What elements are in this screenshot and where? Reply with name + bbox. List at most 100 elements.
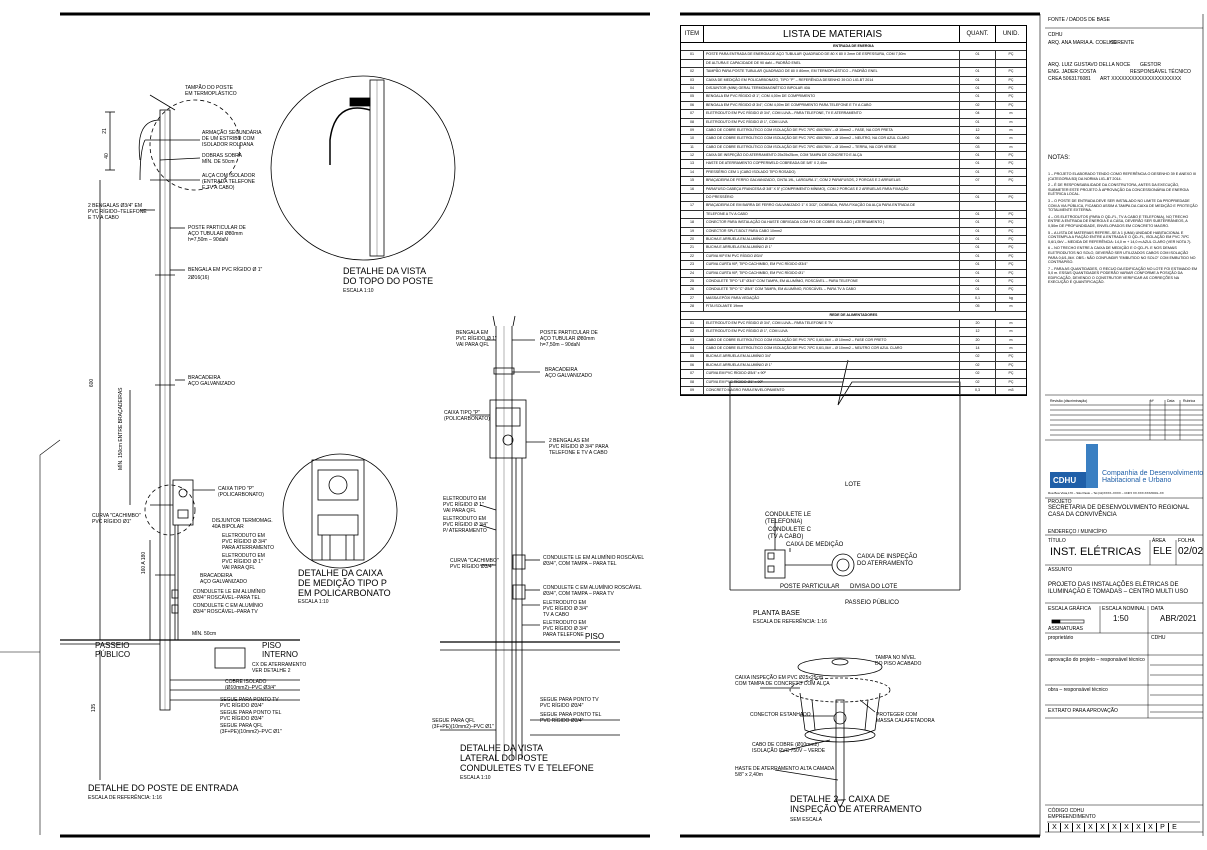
col-unit: UNID. <box>1002 31 1020 37</box>
table-cell: CONDULETE TIPO "LE" Ø3/4" COM TAMPA, EM … <box>704 277 960 286</box>
fonte-label: FONTE / DADOS DE BASE <box>1048 17 1110 23</box>
code-box: X <box>1096 823 1108 832</box>
table-cell: TELEFONE A TV A CABO <box>704 210 960 219</box>
company-name: Companhia de Desenvolvimento Habitaciona… <box>1102 470 1204 484</box>
table-cell: 11 <box>681 143 704 152</box>
label-condulete-le: CONDULETE LE EM ALUMÍNIO Ø3/4" ROSCÁVEL–… <box>193 589 266 601</box>
table-cell: 01 <box>960 269 996 277</box>
table-cell: CURVA CURTA 90º, TIPO CACHIMBO, EM PVC R… <box>704 269 960 277</box>
table-cell: 12 <box>960 328 996 336</box>
table-cell: 14 <box>681 168 704 177</box>
table-cell: 26 <box>681 286 704 294</box>
table-cell: ELETRODUTO EM PVC RÍGIDO Ø 1", COM LUVA <box>704 118 960 126</box>
table-cell: 05 <box>960 303 996 311</box>
escala-nominal-label: ESCALA NOMINAL <box>1102 606 1146 612</box>
table-cell: DO PRESSÉRIO <box>704 194 960 202</box>
table-cell <box>960 185 996 194</box>
table-cell: 10 <box>681 135 704 143</box>
data-label: DATA <box>1151 606 1164 612</box>
table-cell: 19 <box>681 227 704 235</box>
revision-column: Revisão (discriminação) <box>1050 399 1088 403</box>
table-cell: m <box>1009 119 1013 124</box>
art: ART XXXXXXXXXXXXXXXXXXXXX <box>1100 76 1182 82</box>
table-cell: CONECTOR SPLIT-BOLT PARA CABO 10mm2 <box>704 227 960 235</box>
assunto: PROJETO DAS INSTALAÇÕES ELÉTRICAS DE ILU… <box>1048 582 1189 595</box>
table-cell: HASTE DE ATERRAMENTO COPPERWELD COBREADA… <box>704 160 960 168</box>
table-cell: CAIXA DE MEDIÇÃO EM POLICARBONATO, TIPO … <box>704 76 960 84</box>
lat-curva: CURVA "CACHIMBO" PVC RÍGIDO Ø3/4" <box>450 558 499 570</box>
label-condulete-c: CONDULETE C EM ALUMÍNIO Ø3/4" ROSCÁVEL–P… <box>193 603 264 615</box>
arq1: ARQ. ANA MARIA A. COELHO <box>1048 40 1117 46</box>
escala-grafica-label: ESCALA GRÁFICA <box>1048 606 1092 612</box>
table-cell: PÇ <box>1008 278 1014 283</box>
table-cell: 23 <box>681 261 704 269</box>
table-cell: PÇ <box>1008 102 1014 107</box>
lateral-title: DETALHE DA VISTA LATERAL DO POSTE CONDUL… <box>460 743 594 773</box>
code-box: E <box>1168 823 1180 832</box>
table-cell: 01 <box>960 168 996 177</box>
dim-600: 600 <box>89 378 96 388</box>
area-label: ÁREA <box>1152 538 1166 544</box>
planta-poste: POSTE PARTICULAR <box>780 584 840 590</box>
table-cell: 09 <box>681 387 704 395</box>
table-cell: PÇ <box>1008 178 1014 183</box>
table-cell: 01 <box>681 319 704 328</box>
eng: ENG. JADER COSTA <box>1048 69 1097 75</box>
table-cell: BENGALA EM PVC RÍGIDO Ø 1", COM 4,00m DE… <box>704 93 960 101</box>
lat-condulete-c: CONDULETE C EM ALUMÍNIO ROSCÁVEL Ø3/4", … <box>543 585 642 597</box>
det2-title: DETALHE 2 – CAIXA DE INSPEÇÃO DE ATERRAM… <box>790 794 922 814</box>
dim-21: 21 <box>101 128 108 134</box>
table-cell: 18 <box>681 219 704 227</box>
table-cell: 01 <box>681 51 704 59</box>
planta-condulete-le: CONDULETE LE (TELEFONIA) <box>765 512 812 525</box>
arq2: ARQ. LUIZ GUSTAVO DELLA NOCE <box>1048 62 1131 68</box>
table-cell: 16 <box>681 185 704 194</box>
lat-caixa: CAIXA TIPO "P" (POLICARBONATO) <box>444 410 490 422</box>
topo-scale: ESCALA 1:10 <box>343 288 374 294</box>
table-cell: PÇ <box>1008 161 1014 166</box>
label-segue-qfl: SEGUE PARA QFL (3F+PE)(10mm2)–PVC Ø1" <box>220 723 282 735</box>
table-cell: 01 <box>960 286 996 294</box>
planta-lote: LOTE <box>845 482 861 488</box>
table-cell: FITA ISOLANTE 19mm <box>704 303 960 311</box>
label-eletroduto2: ELETRODUTO EM PVC RÍGIDO Ø 1" VAI PARA Q… <box>222 553 265 571</box>
table-cell: 03 <box>681 76 704 84</box>
table-cell: DISJUNTOR (MINI) GERAL TERMOMAGNÉTICO BI… <box>704 84 960 93</box>
lat-bengalas2: 2 BENGALAS EM PVC RÍGIDO Ø 3/4" PARA TEL… <box>549 438 609 456</box>
notes-list: 1 – PROJETO ELABORADO TENDO COMO REFERÊN… <box>1048 172 1198 287</box>
label-cobre: COBRE ISOLADO (Ø10mm2)–PVC Ø3/4" <box>225 679 276 691</box>
table-cell: PÇ <box>1008 245 1014 250</box>
note-item: 5 – A LISTA DE MATERIAIS REFERE–SE A 1 (… <box>1048 230 1192 244</box>
code-box: X <box>1108 823 1120 832</box>
table-cell: BUCHA E ARRUELA EM ALUMÍNIO 3/4" <box>704 353 960 361</box>
table-cell: 20 <box>960 319 996 328</box>
table-cell: 06 <box>960 135 996 143</box>
table-cell: 27 <box>681 294 704 303</box>
table-cell: BUCHA E ARRUELA EM ALUMÍNIO Ø 1" <box>704 361 960 370</box>
assunto-label: ASSUNTO <box>1048 567 1073 573</box>
table-cell: 04 <box>681 84 704 93</box>
lat-segue-qfl: SEGUE PARA QFL (3F+PE)(10mm2)–PVC Ø1" <box>432 718 494 730</box>
table-cell: PÇ <box>1008 52 1014 57</box>
det2-haste: HASTE DE ATERRAMENTO ALTA CAMADA 5/8" x … <box>735 766 835 778</box>
table-cell: 25 <box>681 277 704 286</box>
table-cell: CURVA EM PVC RÍGIDO Ø1" x 90º <box>704 378 960 387</box>
table-cell: PÇ <box>1008 169 1014 174</box>
lat-condulete-le: CONDULETE LE EM ALUMÍNIO ROSCÁVEL Ø3/4",… <box>543 555 645 567</box>
table-cell: PÇ <box>1008 69 1014 74</box>
table-cell: 01 <box>960 227 996 235</box>
area: ELE <box>1153 546 1172 557</box>
table-cell: CONECTOR PARA INSTALAÇÃO DA HASTE OBRIGA… <box>704 219 960 227</box>
lat-bengala: BENGALA EM PVC RÍGIDO Ø 1" VAI PARA QFL <box>456 330 497 348</box>
label-poste-particular: POSTE PARTICULAR DE AÇO TUBULAR Ø80mm h=… <box>188 225 246 243</box>
